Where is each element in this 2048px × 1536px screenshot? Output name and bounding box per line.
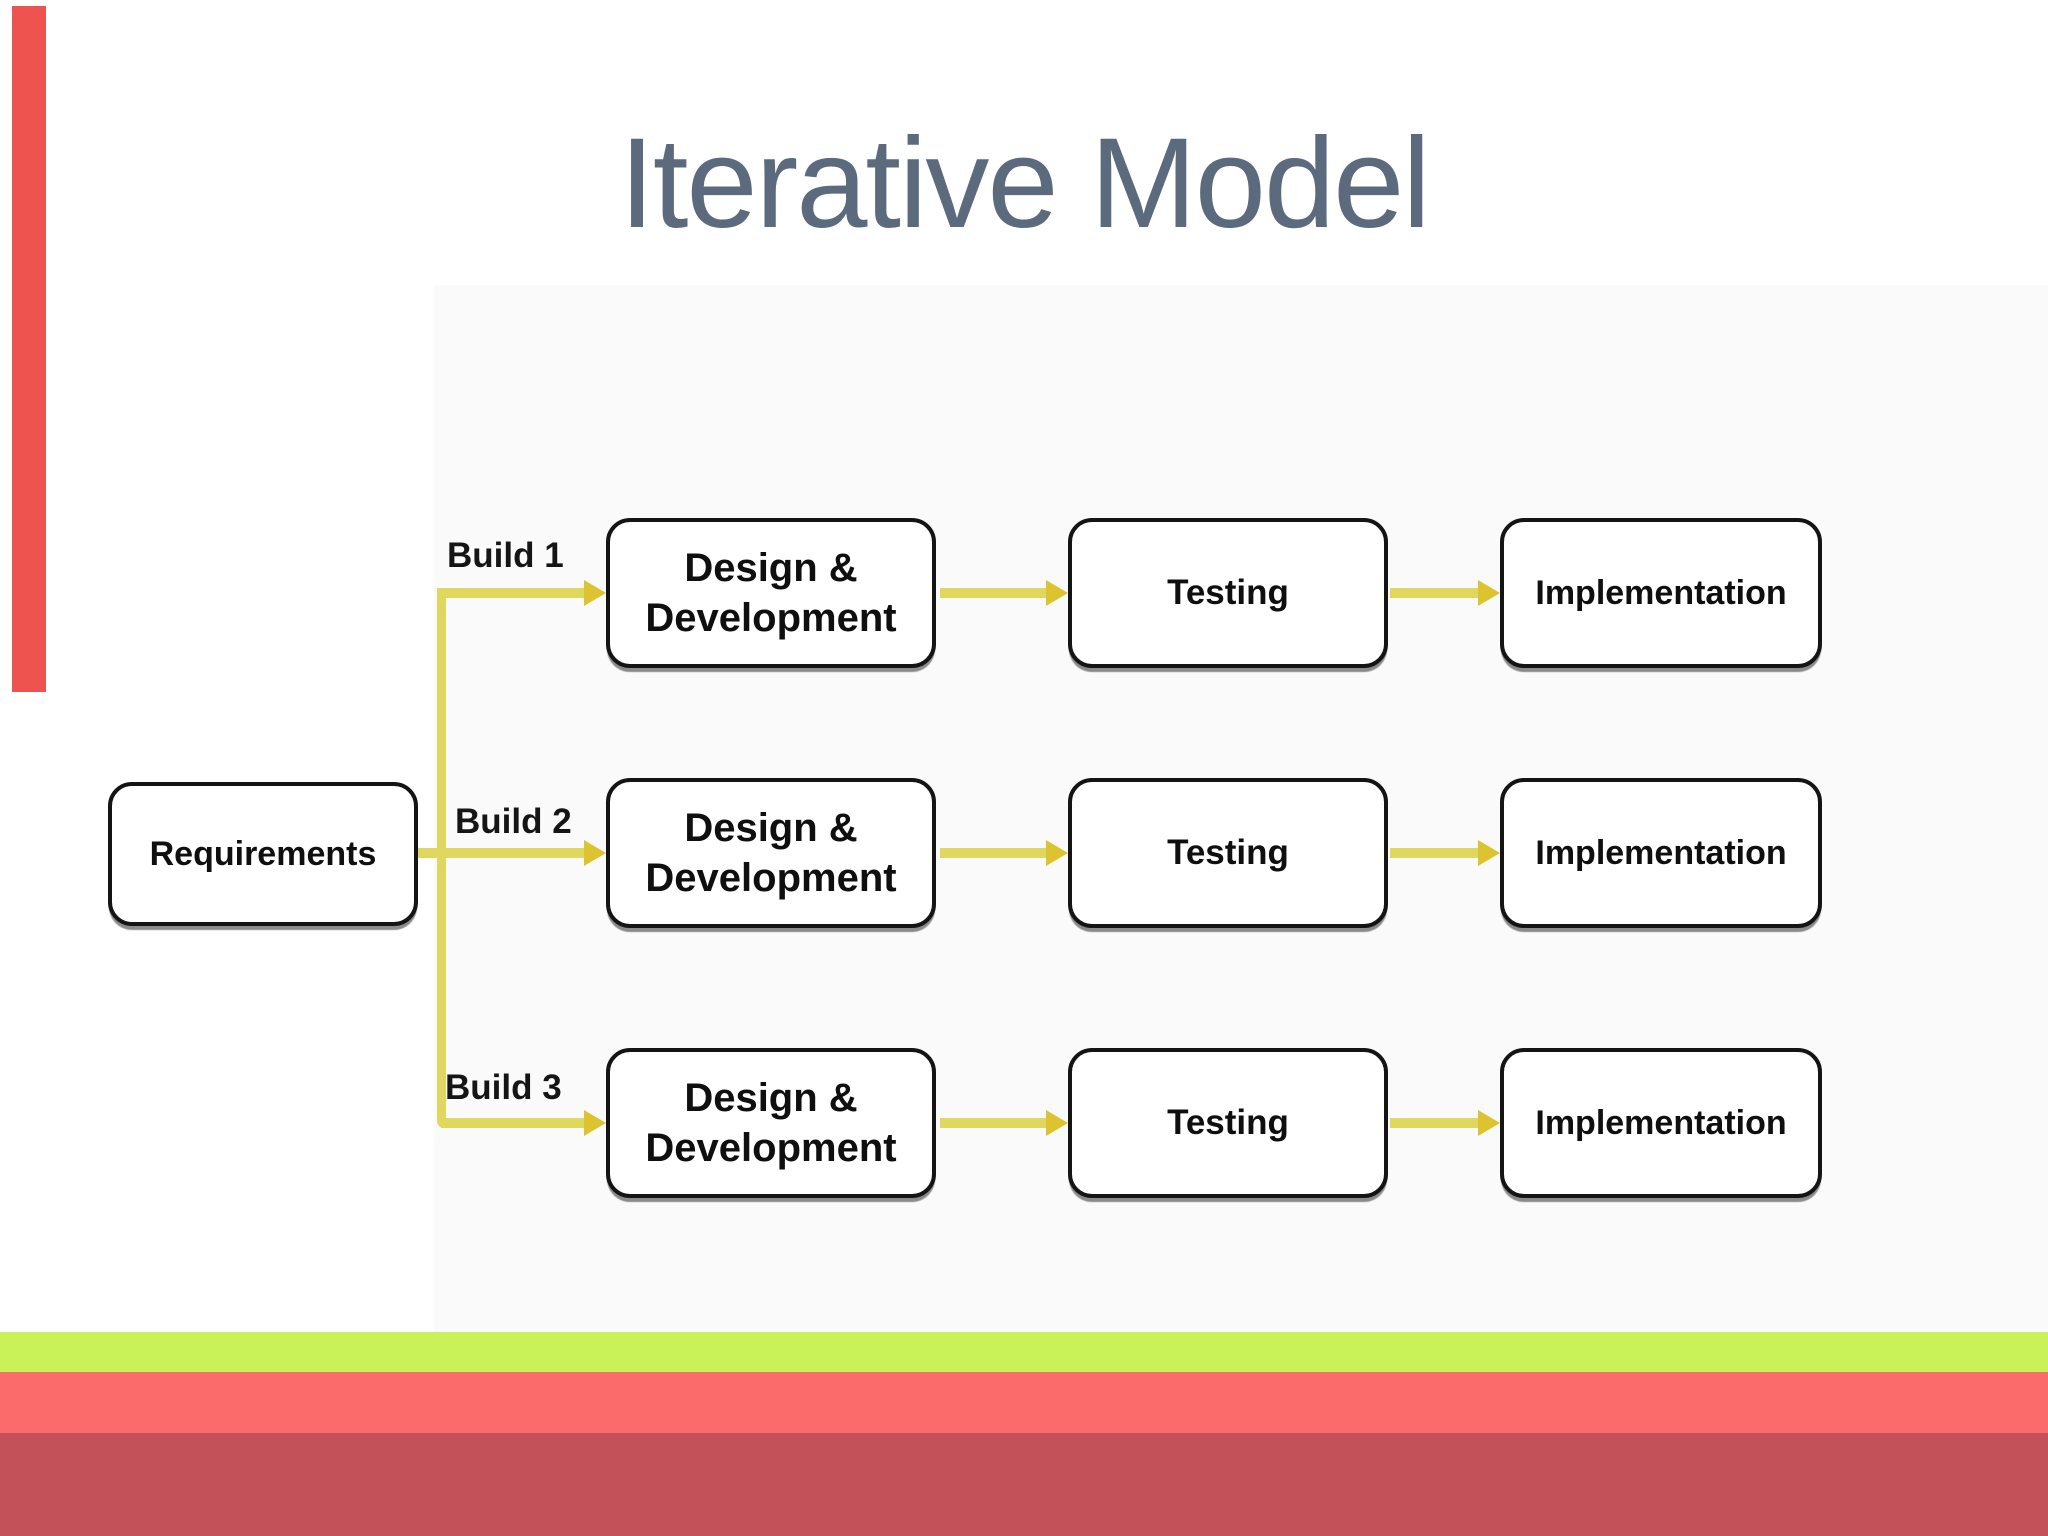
arrow-right-icon [441, 1110, 606, 1136]
design-development-label-line2: Development [645, 596, 897, 640]
requirements-box: Requirements [108, 782, 418, 926]
arrow-right-icon [1390, 840, 1500, 866]
arrow-right-icon [940, 1110, 1068, 1136]
testing-box-build-1: Testing [1068, 518, 1388, 668]
arrow-right-icon [940, 840, 1068, 866]
design-development-label-line1: Design & [684, 806, 858, 850]
design-development-box-build-2: Design & Development [606, 778, 936, 928]
left-accent-bar [12, 6, 46, 692]
testing-box-build-3: Testing [1068, 1048, 1388, 1198]
arrow-right-icon [418, 840, 606, 866]
build-1-label: Build 1 [447, 536, 564, 575]
implementation-label: Implementation [1535, 1103, 1787, 1142]
testing-label: Testing [1167, 833, 1289, 873]
design-development-box-build-3: Design & Development [606, 1048, 936, 1198]
testing-label: Testing [1167, 573, 1289, 613]
build-3-label: Build 3 [445, 1068, 562, 1107]
arrow-right-icon [940, 580, 1068, 606]
requirements-label: Requirements [149, 834, 377, 873]
testing-label: Testing [1167, 1103, 1289, 1143]
design-development-box-build-1: Design & Development [606, 518, 936, 668]
implementation-label: Implementation [1535, 573, 1787, 612]
arrow-right-icon [1390, 580, 1500, 606]
build-connector-line [437, 588, 446, 1128]
implementation-box-build-1: Implementation [1500, 518, 1822, 668]
page-title: Iterative Model [619, 112, 1431, 255]
bottom-stripe-salmon [0, 1372, 2048, 1433]
arrow-right-icon [437, 580, 606, 606]
arrow-right-icon [1390, 1110, 1500, 1136]
testing-box-build-2: Testing [1068, 778, 1388, 928]
design-development-label-line2: Development [645, 1126, 897, 1170]
implementation-box-build-3: Implementation [1500, 1048, 1822, 1198]
bottom-stripe-green [0, 1332, 2048, 1372]
design-development-label-line1: Design & [684, 546, 858, 590]
implementation-box-build-2: Implementation [1500, 778, 1822, 928]
implementation-label: Implementation [1535, 833, 1787, 872]
design-development-label-line2: Development [645, 856, 897, 900]
build-2-label: Build 2 [455, 802, 572, 841]
bottom-stripe-maroon [0, 1433, 2048, 1536]
design-development-label-line1: Design & [684, 1076, 858, 1120]
